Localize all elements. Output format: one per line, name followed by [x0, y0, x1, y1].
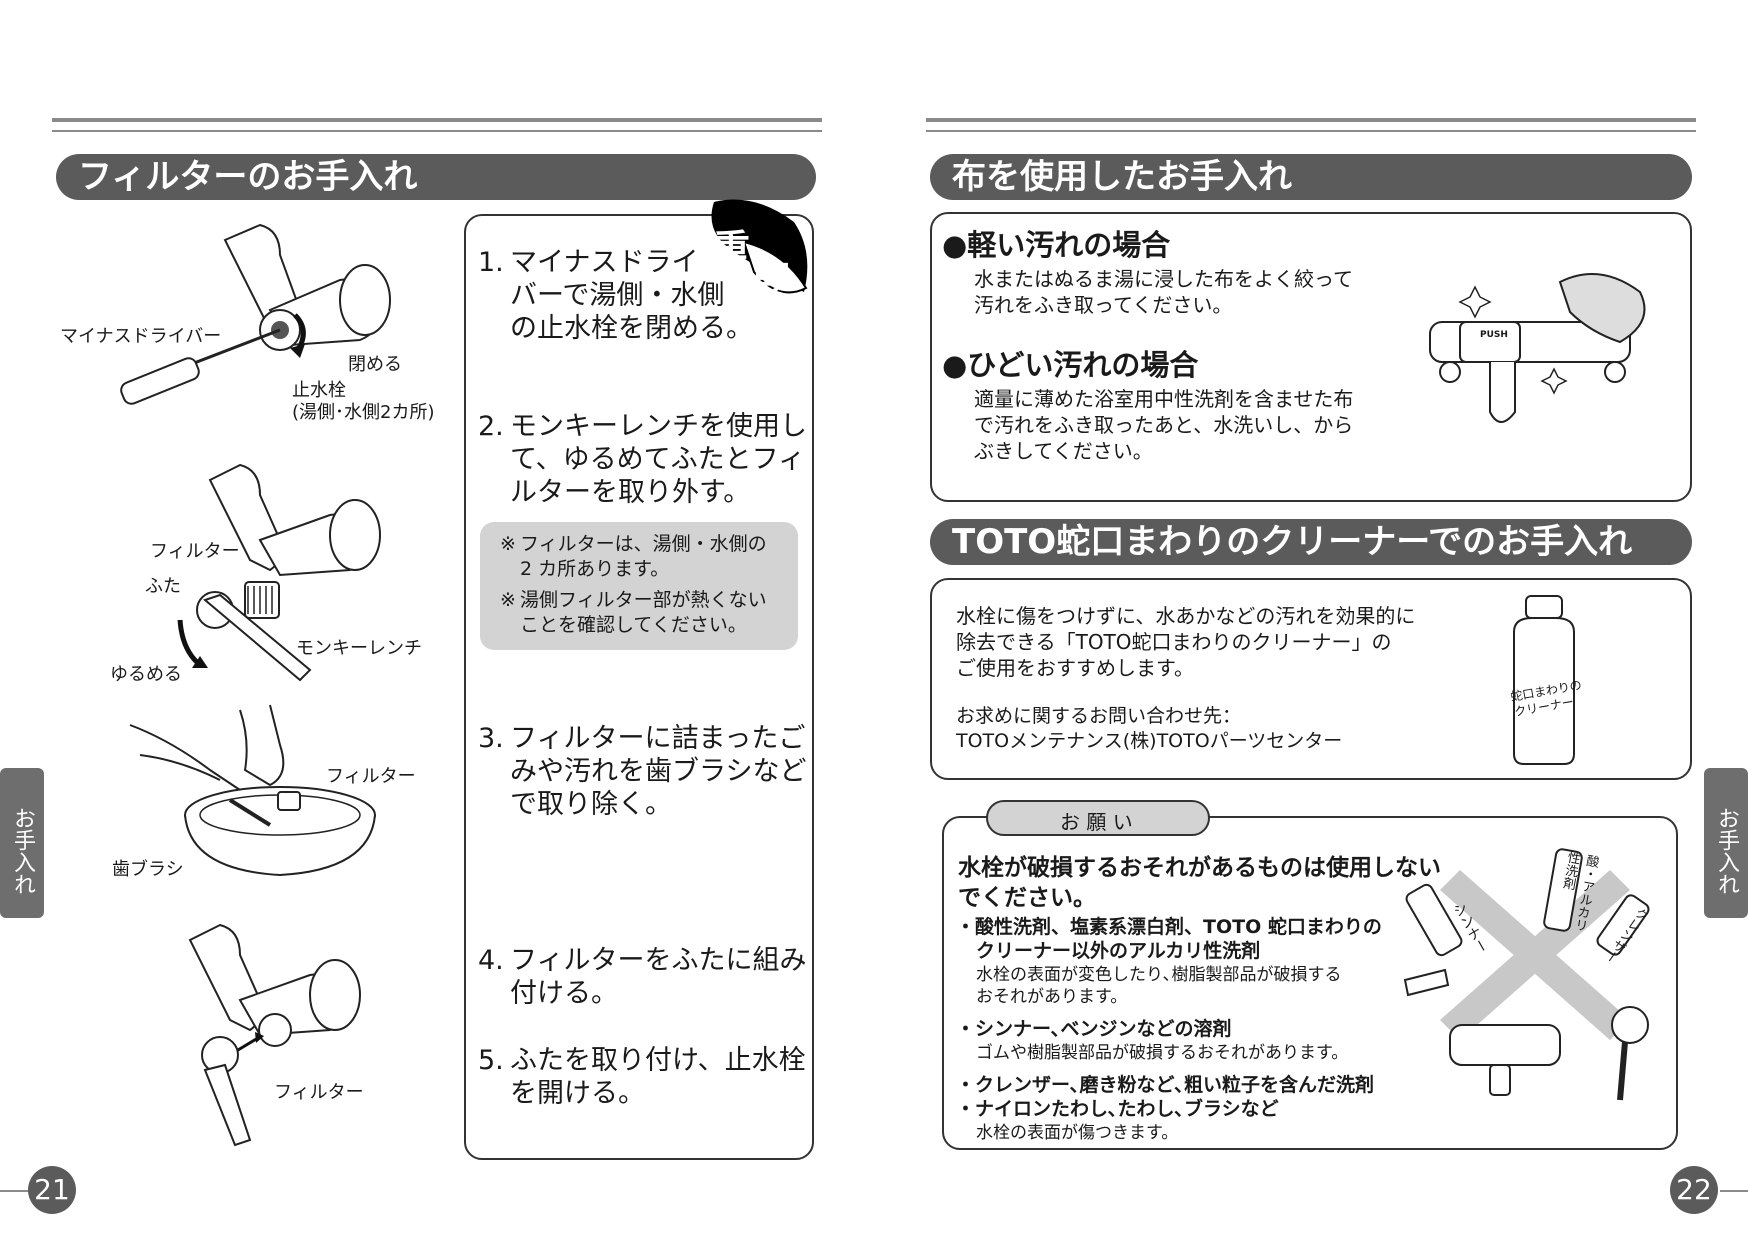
footer-rule-left: [0, 1190, 28, 1192]
step-2-line-2: て、ゆるめてふたとフィ: [510, 444, 806, 475]
step-3-number: 3.: [478, 723, 504, 754]
important-badge-char-1: 重: [712, 227, 751, 271]
label-screwdriver: マイナスドライバー: [60, 326, 222, 347]
heavy-dirt-line-3: ぶきしてください。: [974, 439, 1153, 463]
prohibited-items-illustration: [1403, 848, 1650, 1101]
faucet-wipe-illustration: [1429, 273, 1646, 423]
note-1-line-1: フィルターは、湯側・水側の: [520, 533, 767, 555]
request-item-3-line-1: ・クレンザー､磨き粉など､粗い粒子を含んだ洗剤: [956, 1074, 1375, 1096]
step-5-number: 5.: [478, 1045, 504, 1076]
note-2-line-1: 湯側フィルター部が熱くない: [520, 589, 767, 611]
cleaner-line-1: 水栓に傷をつけずに、水あかなどの汚れを効果的に: [956, 604, 1416, 628]
footer-rule-right: [1720, 1190, 1748, 1192]
request-item-2-sub-1: ゴムや樹脂製部品が破損するおそれがあります。: [976, 1043, 1349, 1063]
step-4-line-1: フィルターをふたに組み: [510, 945, 807, 976]
note-1-mark: ※: [500, 533, 516, 555]
page-number-left: 21: [28, 1166, 76, 1214]
step-3-line-1: フィルターに詰まったご: [510, 723, 806, 754]
label-toothbrush: 歯ブラシ: [112, 859, 184, 880]
step-4-line-2: 付ける。: [510, 978, 618, 1009]
request-item-4-sub-1: 水栓の表面が傷つきます。: [976, 1123, 1179, 1143]
request-item-1-line-2: クリーナー以外のアルカリ性洗剤: [976, 940, 1261, 962]
heavy-dirt-line-2: で汚れをふき取ったあと、水洗いし、から: [974, 413, 1354, 437]
push-label: PUSH: [1480, 330, 1508, 340]
header-rule-thin: [52, 130, 822, 132]
header-rule: [52, 118, 822, 122]
step-1-line-1: マイナスドライ: [510, 247, 699, 278]
request-item-4-line-1: ・ナイロンたわし､たわし､ブラシなど: [956, 1098, 1279, 1120]
toothbrush-bowl-illustration: [129, 704, 376, 877]
label-valve-sub: (湯側･水側2カ所): [292, 402, 435, 423]
label-filter-1: フィルター: [150, 541, 240, 562]
header-rule-right-thin: [926, 130, 1696, 132]
step-2-number: 2.: [478, 411, 504, 442]
label-valve: 止水栓: [292, 380, 346, 401]
step-2-line-1: モンキーレンチを使用し: [510, 411, 807, 442]
cleaner-bottle-illustration: [1513, 595, 1575, 765]
note-2-mark: ※: [500, 589, 516, 611]
important-badge-char-2: 要: [752, 259, 791, 303]
wrench-filter-illustration: [177, 463, 381, 682]
request-tab: [986, 800, 1210, 836]
contact-line-2: TOTOメンテナンス(株)TOTOパーツセンター: [956, 730, 1343, 752]
section-title-filter: フィルターのお手入れ: [56, 154, 816, 200]
screwdriver-faucet-illustration: [120, 223, 391, 405]
steps-box: [464, 214, 814, 1160]
label-loosen: ゆるめる: [110, 664, 182, 685]
side-tab-left: お手入れ: [0, 768, 44, 918]
section-title-cloth: 布を使用したお手入れ: [930, 154, 1692, 200]
request-tab-label: お 願 い: [1060, 810, 1133, 834]
cleaner-line-2: 除去できる「TOTO蛇口まわりのクリーナー」の: [956, 630, 1392, 654]
light-dirt-heading: ●軽い汚れの場合: [942, 228, 1171, 262]
step-2-line-3: ルターを取り外す。: [510, 477, 751, 508]
step-5-line-2: を開ける。: [510, 1078, 645, 1109]
header-rule-right: [926, 118, 1696, 122]
step-1-number: 1.: [478, 247, 504, 278]
light-dirt-line-2: 汚れをふき取ってください。: [974, 293, 1233, 317]
step-5-line-1: ふたを取り付け、止水栓: [510, 1045, 806, 1076]
contact-line-1: お求めに関するお問い合わせ先：: [956, 705, 1242, 727]
side-tab-right: お手入れ: [1704, 768, 1748, 918]
request-item-1-sub-1: 水栓の表面が変色したり､樹脂製部品が破損する: [976, 965, 1342, 985]
page-number-right: 22: [1670, 1166, 1718, 1214]
label-filter-3: フィルター: [274, 1082, 364, 1103]
step-3-line-2: みや汚れを歯ブラシなど: [510, 756, 807, 787]
request-heading-line-2: でください。: [958, 885, 1096, 911]
step-1-line-3: の止水栓を閉める。: [510, 313, 753, 344]
label-wrench: モンキーレンチ: [296, 638, 422, 659]
request-item-1-sub-2: おそれがあります。: [976, 987, 1128, 1007]
cleaner-line-3: ご使用をおすすめします。: [956, 656, 1194, 680]
heavy-dirt-heading: ●ひどい汚れの場合: [942, 348, 1199, 382]
step-3-line-3: で取り除く。: [510, 789, 672, 820]
label-close: 閉める: [348, 354, 402, 375]
request-item-2-line-1: ・シンナー､ベンジンなどの溶剤: [956, 1018, 1232, 1040]
request-heading-line-1: 水栓が破損するおそれがあるものは使用しない: [958, 855, 1441, 881]
step-4-number: 4.: [478, 945, 504, 976]
label-filter-2: フィルター: [326, 766, 416, 787]
notes-box: ※ フィルターは、湯側・水側の 2 カ所あります。 ※ 湯側フィルター部が熱くな…: [480, 522, 798, 650]
request-item-1-line-1: ・酸性洗剤、塩素系漂白剤、TOTO 蛇口まわりの: [956, 916, 1382, 938]
label-lid: ふた: [145, 576, 181, 597]
section-title-cleaner: TOTO蛇口まわりのクリーナーでのお手入れ: [930, 519, 1692, 565]
important-badge: [711, 199, 808, 294]
light-dirt-line-1: 水またはぬるま湯に浸した布をよく絞って: [974, 267, 1353, 291]
note-2-line-2: ことを確認してください。: [520, 614, 747, 636]
heavy-dirt-line-1: 適量に薄めた浴室用中性洗剤を含ませた布: [974, 387, 1354, 411]
reassemble-illustration: [188, 923, 361, 1147]
step-1-line-2: バーで湯側・水側: [510, 280, 725, 311]
note-1-line-2: 2 カ所あります。: [520, 558, 670, 580]
